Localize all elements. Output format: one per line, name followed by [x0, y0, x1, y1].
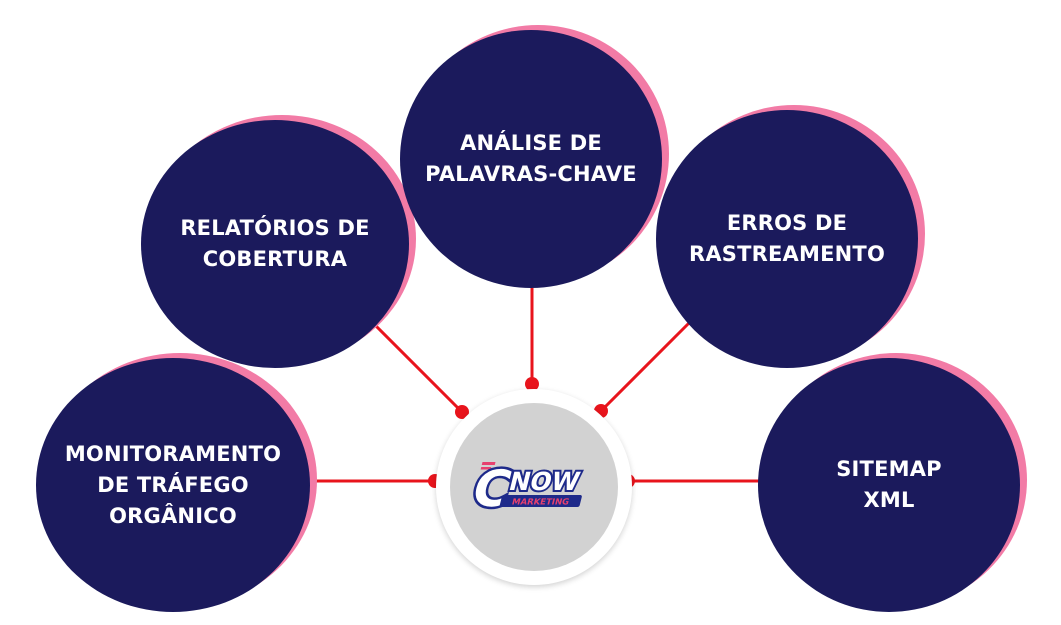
node-label: SITEMAP XML: [836, 457, 942, 512]
node-erros-de-rastreamento: ERROS DE RASTREAMENTO: [656, 110, 918, 368]
node-relatorios-de-cobertura: RELATÓRIOS DE COBERTURA: [141, 120, 409, 368]
logo-word: NOW: [506, 466, 583, 496]
cnow-marketing-logo: C NOW MARKETING: [466, 457, 585, 518]
node-monitoramento-de-trafego-organico: MONITORAMENTO DE TRÁFEGO ORGÂNICO: [36, 358, 310, 612]
hub-inner-disc: C NOW MARKETING: [450, 403, 618, 571]
connector-relatorios: [370, 320, 464, 414]
node-label: RELATÓRIOS DE COBERTURA: [180, 216, 370, 271]
node-label: ERROS DE RASTREAMENTO: [688, 211, 886, 266]
connector-erros: [599, 320, 692, 413]
node-sitemap-xml: SITEMAP XML: [758, 358, 1020, 612]
node-label: ANÁLISE DE PALAVRAS-CHAVE: [425, 131, 637, 186]
connector-dot-palavras: [525, 377, 539, 391]
logo-subtext: MARKETING: [511, 498, 570, 508]
node-label: MONITORAMENTO DE TRÁFEGO ORGÂNICO: [64, 441, 282, 528]
hub-circle: C NOW MARKETING: [436, 389, 632, 585]
node-analise-de-palavras-chave: ANÁLISE DE PALAVRAS-CHAVE: [400, 30, 662, 288]
